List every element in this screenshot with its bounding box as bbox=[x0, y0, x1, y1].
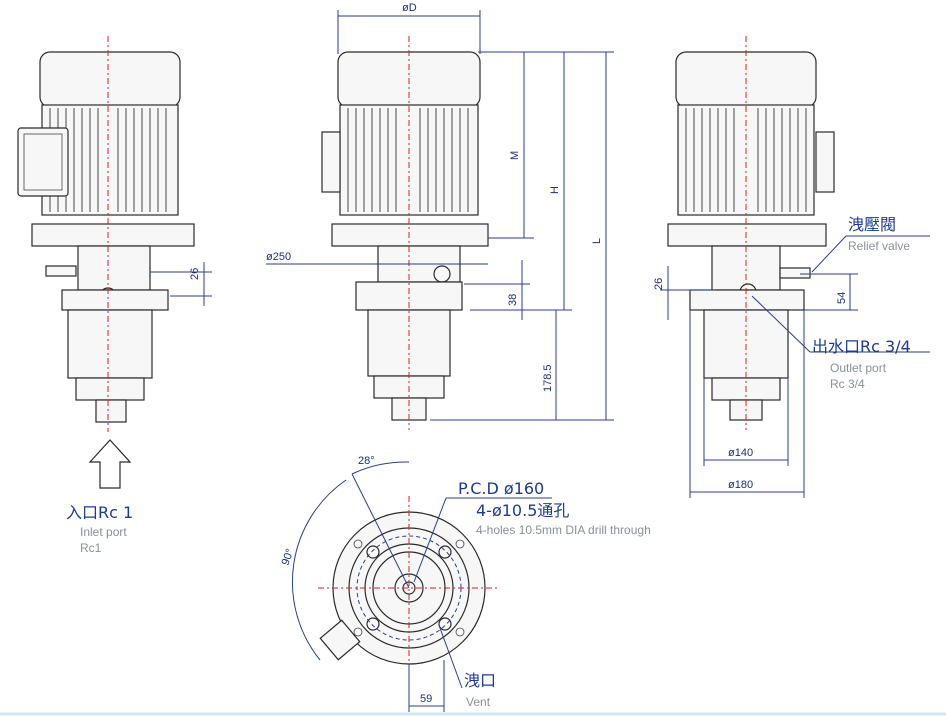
relief-valve-label: 洩壓閥 bbox=[848, 215, 896, 234]
inlet-label-en: Inlet port bbox=[80, 525, 127, 539]
dim-H: H bbox=[549, 186, 561, 194]
relief-valve-label-en: Relief valve bbox=[848, 239, 910, 253]
holes-label-en: 4-holes 10.5mm DIA drill through bbox=[476, 523, 651, 537]
dim-38: 38 bbox=[507, 294, 519, 306]
dim-L: L bbox=[591, 238, 603, 244]
angle-28: 28° bbox=[358, 455, 375, 467]
vent-label: 洩口 bbox=[464, 671, 496, 690]
dim-26-right: 26 bbox=[653, 278, 665, 290]
inlet-arrow bbox=[88, 439, 132, 489]
dim-26-left: 26 bbox=[189, 268, 201, 280]
dim-phi250: ø250 bbox=[266, 251, 291, 263]
front-view: øD M H L ø250 38 178.5 bbox=[266, 2, 614, 430]
dim-54: 54 bbox=[836, 292, 848, 304]
dim-M: M bbox=[509, 151, 521, 160]
outlet-label-rc: Rc 3/4 bbox=[830, 377, 865, 391]
bottom-flange-view: 28° 90° 59 bbox=[280, 455, 552, 712]
dim-178-5: 178.5 bbox=[542, 364, 554, 392]
relief-valve-body bbox=[779, 267, 811, 279]
dim-phi140: ø140 bbox=[728, 447, 753, 459]
right-motor-ribs bbox=[685, 108, 807, 212]
pcd-label: P.C.D ø160 bbox=[458, 479, 544, 498]
dim-phi180: ø180 bbox=[728, 479, 753, 491]
inlet-label: 入口Rc 1 bbox=[66, 503, 133, 522]
outlet-label-en: Outlet port bbox=[830, 361, 887, 375]
angle-90: 90° bbox=[280, 547, 297, 567]
vent-label-en: Vent bbox=[466, 695, 491, 709]
outlet-label: 出水口Rc 3/4 bbox=[812, 337, 911, 356]
dim-59: 59 bbox=[420, 693, 432, 705]
front-motor-ribs bbox=[347, 108, 469, 212]
right-side-view: 26 54 ø140 ø180 bbox=[653, 36, 930, 498]
inlet-label-rc: Rc1 bbox=[80, 541, 102, 555]
dim-phiD: øD bbox=[402, 2, 417, 14]
left-side-view: 26 bbox=[17, 36, 212, 489]
holes-label: 4-ø10.5通孔 bbox=[476, 501, 569, 520]
